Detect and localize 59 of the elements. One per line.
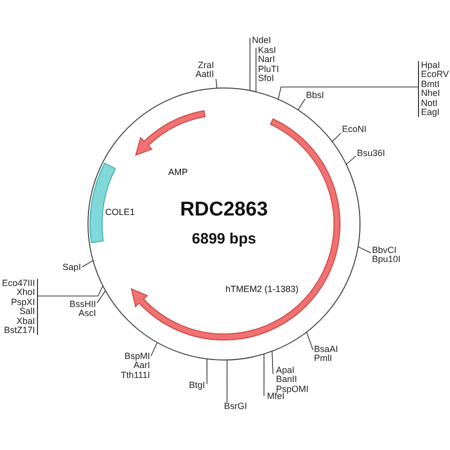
feature-label: AMP [168,167,188,177]
restriction-site-label: SapI [62,263,81,272]
feature-label: COLE1 [105,207,135,217]
restriction-site-label: PluTI [258,64,280,74]
restriction-site-label: SalI [19,307,35,317]
restriction-site-label: PspXI [10,298,35,308]
site-bracket [2,279,38,336]
feature-label: hTMEM2 (1-1383) [225,284,299,294]
restriction-site-label: SfoI [258,74,274,84]
leader-line [82,260,94,268]
restriction-site-label: Bsu36I [357,149,386,158]
leader-line [358,246,372,254]
restriction-site-label: AarI [133,361,150,371]
restriction-site-label: AscI [78,309,96,319]
restriction-site-label: MfeI [267,392,285,402]
restriction-site-label: PspOMI [276,384,309,394]
restriction-site-label: BmtI [421,80,440,90]
plasmid-name: RDC2863 [180,198,268,222]
restriction-site-label: NdeI [252,36,272,46]
restriction-site-label: BssHII [69,300,96,310]
restriction-site-label: EagI [421,108,440,118]
plasmid-size: 6899 bps [192,230,256,248]
restriction-site-label: Tth111I [120,370,150,380]
restriction-site-label: ApaI [276,366,295,376]
leader-line [272,350,274,374]
restriction-site-label: EcoRV [421,70,449,80]
leader-line [332,132,342,142]
leader-line [96,290,106,304]
site-bracket [418,61,449,118]
restriction-site-label: XhoI [16,288,35,298]
restriction-site-label: BanII [276,375,298,385]
restriction-site-label: ZraI [198,61,214,70]
leader-line [38,285,104,296]
leader-line [346,156,356,165]
restriction-site-label: KasI [258,46,276,56]
leader-line [306,332,314,350]
restriction-site-label: BstZ17I [4,326,35,336]
leader-line [226,360,228,402]
restriction-site-label: AatII [195,70,214,80]
restriction-site-label: BsaAI [314,345,338,354]
leader-line [278,86,418,100]
leader-line [206,358,208,384]
restriction-site-label: BspMI [124,352,150,362]
restriction-site-label: BbsI [306,91,324,100]
restriction-site-label: BbvCI [372,246,397,256]
restriction-site-label: Bpu10I [372,255,401,265]
restriction-site-label: HpaI [421,61,440,70]
leader-line [216,78,218,89]
restriction-site-label: BtgI [188,381,205,390]
restriction-site-label: BsrGI [224,402,248,412]
leader-line [298,98,306,110]
restriction-site-label: XbaI [16,316,35,326]
restriction-site-label: NheI [421,89,440,99]
restriction-site-label: EcoNI [342,125,367,134]
leader-line [150,342,158,356]
restriction-site-label: NotI [421,98,438,108]
restriction-site-label: Eco47III [2,279,35,288]
restriction-site-label: NarI [258,55,276,65]
restriction-site-label: PmlI [314,354,332,364]
